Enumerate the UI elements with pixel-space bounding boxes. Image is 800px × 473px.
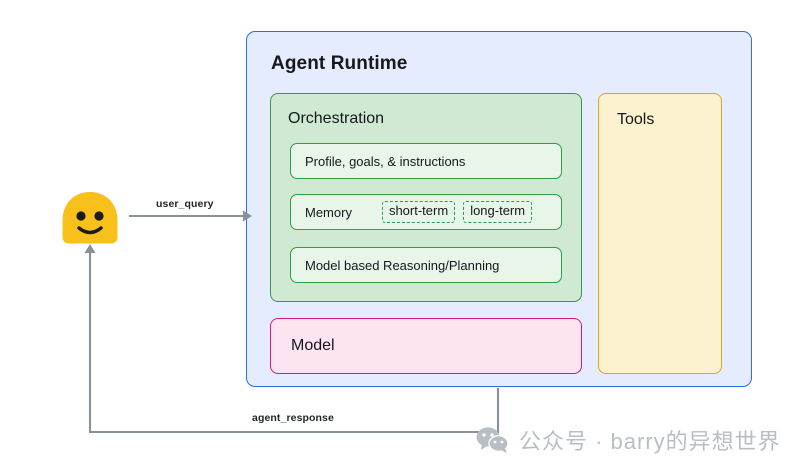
tools-label: Tools — [617, 111, 655, 128]
orchestration-row-reasoning: Model based Reasoning/Planning — [290, 247, 562, 283]
memory-chip-group: short-term long-term — [381, 201, 533, 223]
watermark-text: 公众号 · barry的异想世界 — [519, 429, 781, 454]
memory-chip-short-term: short-term — [381, 201, 456, 223]
memory-chip-long-term: long-term — [463, 201, 533, 223]
tools-container — [598, 93, 722, 374]
user-avatar-icon — [62, 192, 118, 244]
flow-user-query-arrow — [129, 210, 252, 222]
orchestration-row-profile: Profile, goals, & instructions — [290, 143, 562, 179]
wechat-logo-icon — [476, 427, 509, 453]
orchestration-title: Orchestration — [288, 110, 385, 127]
model-label: Model — [291, 337, 335, 354]
agent-runtime-title: Agent Runtime — [271, 53, 408, 74]
flow-label-user-query: user_query — [156, 198, 214, 210]
watermark: 公众号 · barry的异想世界 — [476, 424, 781, 456]
orchestration-row-profile-label: Profile, goals, & instructions — [305, 153, 466, 169]
orchestration-row-memory-label: Memory — [305, 204, 352, 220]
model-container: Model — [270, 318, 582, 374]
orchestration-row-reasoning-label: Model based Reasoning/Planning — [305, 257, 500, 273]
orchestration-row-memory: Memory short-term long-term — [290, 194, 562, 230]
flow-label-agent-response: agent_response — [252, 412, 334, 424]
